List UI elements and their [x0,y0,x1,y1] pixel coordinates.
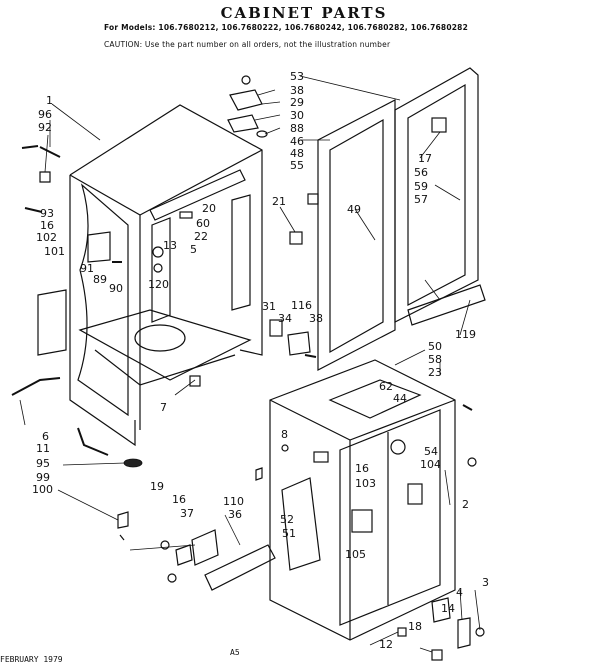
callout-93: 93 [40,207,54,220]
hardware-left [11,145,193,541]
callout-1: 1 [46,94,53,107]
callout-88: 88 [290,122,304,135]
hardware-middle [269,319,317,358]
callout-14: 14 [441,602,455,615]
callout-23: 23 [428,366,442,379]
callout-102: 102 [36,231,57,244]
hinge-parts [227,75,268,138]
callout-17: 17 [418,152,432,165]
callout-12: 12 [379,638,393,651]
callout-90: 90 [109,282,123,295]
callout-50: 50 [428,340,442,353]
callout-20: 20 [202,202,216,215]
callout-22: 22 [194,230,208,243]
callout-38: 38 [290,84,304,97]
door-frames [289,67,486,371]
callout-21: 21 [272,195,286,208]
callout-2: 2 [462,498,469,511]
callout-58: 58 [428,353,442,366]
callout-89: 89 [93,273,107,286]
cabinet-shell [269,359,456,641]
callout-99: 99 [36,471,50,484]
callout-119: 119 [455,328,476,341]
callout-120: 120 [148,278,169,291]
callout-6: 6 [42,430,49,443]
callout-101: 101 [44,245,65,258]
callout-53: 53 [290,70,304,83]
caution-note: CAUTION: Use the part number on all orde… [104,40,391,49]
callout-16b: 16 [355,462,369,475]
callout-16: 16 [40,219,54,232]
model-list: For Models: 106.7680212, 106.7680222, 10… [104,23,469,32]
callout-38b: 38 [309,312,323,325]
callout-36: 36 [228,508,242,521]
callout-60: 60 [196,217,210,230]
callout-104: 104 [420,458,441,471]
callout-56: 56 [414,166,428,179]
callout-116: 116 [291,299,312,312]
callout-16c: 16 [172,493,186,506]
callout-62: 62 [379,380,393,393]
callout-59: 59 [414,180,428,193]
callout-44: 44 [393,392,407,405]
callout-7: 7 [160,401,167,414]
callout-49: 49 [347,203,361,216]
callout-96: 96 [38,108,52,121]
callout-57: 57 [414,193,428,206]
callout-100: 100 [32,483,53,496]
callout-105: 105 [345,548,366,561]
callout-51: 51 [282,527,296,540]
page-title: CABINET PARTS [220,4,388,22]
callout-11: 11 [36,442,50,455]
callout-30: 30 [290,109,304,122]
callout-13: 13 [163,239,177,252]
callout-8: 8 [281,428,288,441]
callout-54: 54 [424,445,438,458]
callout-91: 91 [80,262,94,275]
callout-103: 103 [355,477,376,490]
callout-52: 52 [280,513,294,526]
footer-date: FEBRUARY 1979 [0,655,63,664]
callout-29: 29 [290,96,304,109]
footer-page-number: A5 [230,648,240,657]
callout-5: 5 [190,243,197,256]
leader-lines [19,75,481,653]
callout-55: 55 [290,159,304,172]
callout-18: 18 [408,620,422,633]
callout-92: 92 [38,121,52,134]
callout-31: 31 [262,300,276,313]
callout-48: 48 [290,147,304,160]
callout-labels: 1 96 92 93 16 102 101 91 89 90 13 120 20… [32,70,489,651]
callout-46: 46 [290,135,304,148]
hardware-lower [160,444,289,591]
callout-4: 4 [456,586,463,599]
callout-110: 110 [223,495,244,508]
callout-34: 34 [278,312,292,325]
cabinet-liner [69,104,263,447]
callout-19: 19 [150,480,164,493]
callout-37: 37 [180,507,194,520]
callout-95: 95 [36,457,50,470]
callout-3: 3 [482,576,489,589]
